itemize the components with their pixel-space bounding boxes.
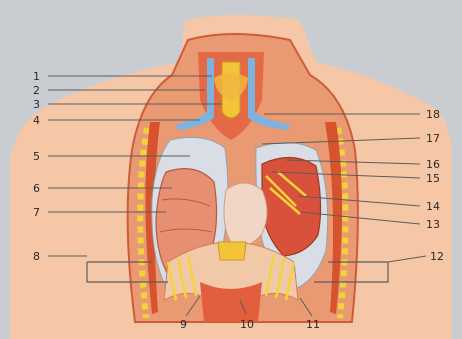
label-18: 18 <box>426 108 440 121</box>
label-13: 13 <box>426 218 440 231</box>
spine-vertebra <box>218 242 246 260</box>
label-11: 11 <box>306 318 320 331</box>
label-12: 12 <box>430 250 444 263</box>
label-5: 5 <box>33 150 40 163</box>
label-6: 6 <box>33 182 40 195</box>
label-17: 17 <box>426 132 440 145</box>
label-16: 16 <box>426 158 440 171</box>
label-15: 15 <box>426 172 440 185</box>
label-9: 9 <box>180 318 187 331</box>
label-14: 14 <box>426 200 440 213</box>
label-7: 7 <box>33 206 40 219</box>
label-3: 3 <box>33 98 40 111</box>
label-8: 8 <box>33 250 40 263</box>
label-2: 2 <box>33 84 40 97</box>
label-1: 1 <box>33 70 40 83</box>
label-4: 4 <box>33 114 40 127</box>
label-10: 10 <box>240 318 254 331</box>
